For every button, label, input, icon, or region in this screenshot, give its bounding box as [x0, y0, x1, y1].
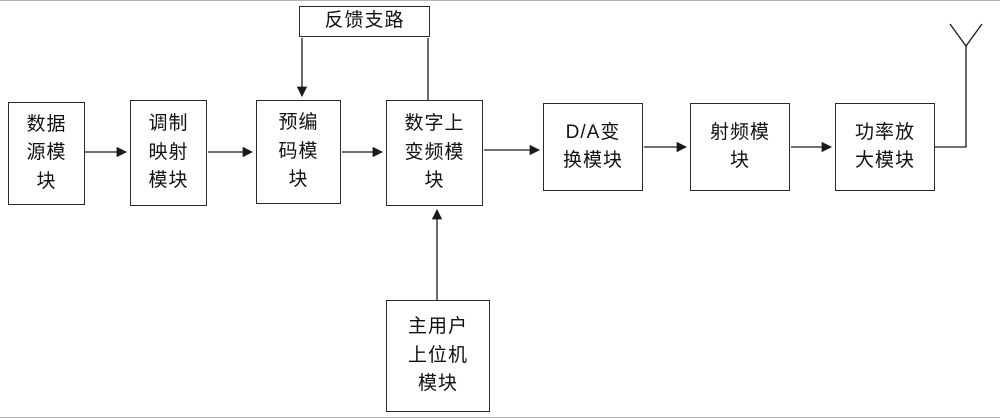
box-primary-user-host-module: 主用户 上位机 模块 — [386, 300, 490, 412]
box-precoding-module: 预编 码模 块 — [256, 100, 341, 204]
box-power-amplifier-module: 功率放 大模块 — [835, 103, 935, 191]
box-feedback-branch: 反馈支路 — [299, 6, 430, 37]
box-rf-module: 射频模 块 — [690, 103, 790, 191]
box-data-source-module: 数据 源模 块 — [8, 102, 85, 205]
box-da-conversion-module: D/A变 换模块 — [543, 103, 643, 191]
connector-pa-to-antenna — [935, 46, 967, 148]
box-modulation-mapping-module: 调制 映射 模块 — [130, 100, 207, 206]
figure-border-top — [0, 0, 1000, 1]
antenna-icon — [949, 23, 983, 48]
box-digital-upconversion-module: 数字上 变频模 块 — [386, 100, 483, 206]
